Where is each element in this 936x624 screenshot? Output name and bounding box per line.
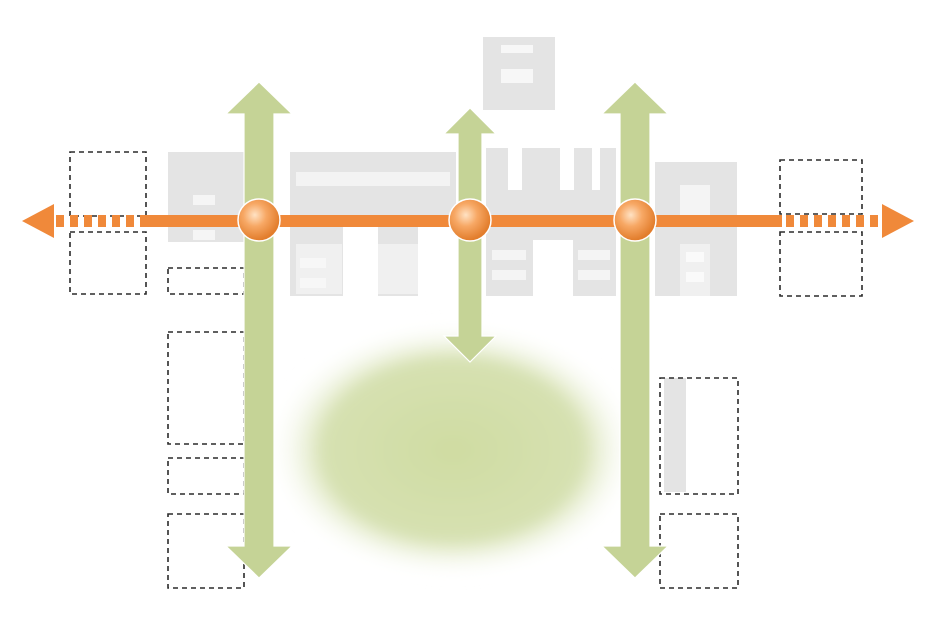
proposed-block bbox=[69, 151, 147, 217]
proposed-block bbox=[779, 159, 863, 215]
proposed-block bbox=[69, 231, 147, 295]
node-right bbox=[613, 198, 657, 242]
proposed-block bbox=[167, 267, 245, 295]
proposed-block bbox=[167, 457, 245, 495]
node-center bbox=[448, 198, 492, 242]
node-left bbox=[237, 198, 281, 242]
vertical-arrow-right bbox=[600, 81, 670, 579]
building-lower-right bbox=[664, 378, 686, 492]
proposed-block bbox=[779, 231, 863, 297]
nodes bbox=[237, 198, 657, 242]
main-axis-arrowhead-right bbox=[882, 204, 914, 238]
green-zone bbox=[268, 322, 638, 578]
proposed-block bbox=[167, 331, 245, 445]
main-axis-arrowhead-left bbox=[22, 204, 54, 238]
proposed-block bbox=[659, 513, 739, 589]
proposed-block bbox=[659, 377, 739, 495]
vertical-arrow-left bbox=[224, 81, 294, 579]
